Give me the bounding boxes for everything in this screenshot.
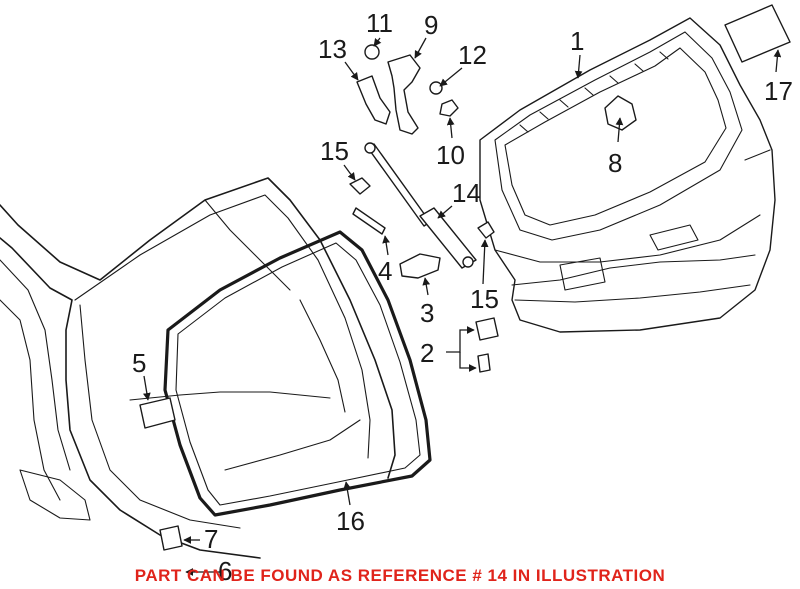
liftgate [479,17,776,333]
latch-5 [139,397,176,429]
callout-10: 10 [436,140,465,170]
striker-2 [475,317,499,341]
callout-12: 12 [458,40,487,70]
bolt-12 [429,81,443,95]
callout-2: 2 [420,338,434,368]
callout-11: 11 [366,8,393,38]
leader-lines [142,37,782,576]
callout-17: 17 [764,76,793,106]
callout-13: 13 [318,34,347,64]
callout-8: 8 [608,148,622,178]
license-plate-bracket [724,4,791,63]
callout-6: 6 [218,556,232,586]
bracket-8 [604,95,637,131]
callout-4: 4 [378,256,392,286]
ball-stud-15-lower [477,221,495,239]
callout-15-lower: 15 [470,284,499,314]
buffer-3 [399,253,441,279]
vehicle-body [0,177,396,559]
bumper-7 [159,525,183,551]
callout-7: 7 [204,524,218,554]
callout-1: 1 [570,26,584,56]
gas-strut [364,142,477,269]
callout-5: 5 [132,348,146,378]
callout-15-upper: 15 [320,136,349,166]
callout-9: 9 [424,10,438,40]
stud-4 [352,207,386,235]
striker-bolt [477,353,491,373]
hinge-13 [356,75,391,125]
callout-16: 16 [336,506,365,536]
ball-stud-15-upper [349,177,371,195]
hinge-9 [387,54,421,135]
reference-note: PART CAN BE FOUND AS REFERENCE # 14 IN I… [135,566,666,585]
callout-14: 14 [452,178,481,208]
bolt-10 [439,99,459,117]
nut-11 [364,44,380,60]
weatherstrip-seal [163,230,432,517]
callout-3: 3 [420,298,434,328]
